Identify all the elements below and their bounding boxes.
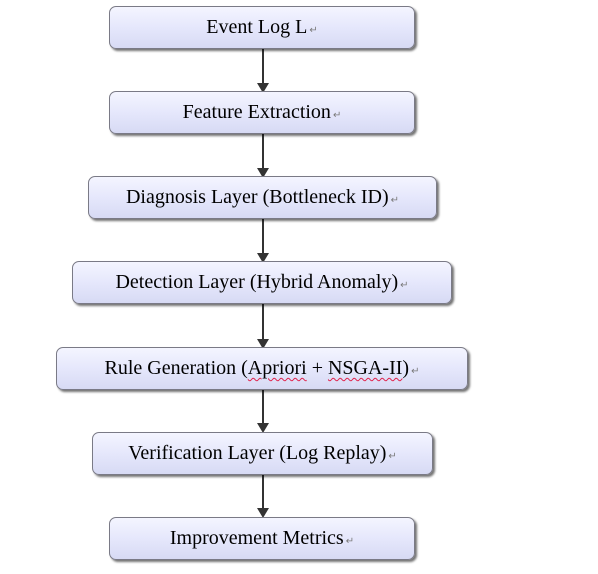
arrow-head-2 <box>257 168 269 178</box>
node-label: Feature Extraction <box>182 101 331 123</box>
spellcheck-underlined-word: NSGA-II <box>327 357 403 379</box>
arrow-head-3 <box>257 253 269 263</box>
paragraph-mark-icon: ↵ <box>388 451 397 462</box>
arrow-1 <box>262 48 264 86</box>
node-label: Event Log L <box>206 16 308 38</box>
spellcheck-underlined-word: Apriori <box>247 357 307 379</box>
node-diagnosis-layer: Diagnosis Layer (Bottleneck ID)↵ <box>88 176 437 219</box>
arrow-6 <box>262 475 264 511</box>
arrow-head-6 <box>257 508 269 518</box>
node-verification-layer: Verification Layer (Log Replay)↵ <box>92 432 433 475</box>
paragraph-mark-icon: ↵ <box>332 110 342 121</box>
node-feature-extraction: Feature Extraction↵ <box>109 91 415 134</box>
paragraph-mark-icon: ↵ <box>390 195 400 206</box>
node-improvement-metrics: Improvement Metrics↵ <box>109 517 415 560</box>
node-label: Rule Generation (Apriori + NSGA-II) <box>104 357 410 379</box>
node-label: Diagnosis Layer (Bottleneck ID) <box>125 186 389 208</box>
node-rule-generation: Rule Generation (Apriori + NSGA-II)↵ <box>56 347 468 390</box>
arrow-2 <box>262 133 264 171</box>
arrow-head-4 <box>257 339 269 349</box>
node-detection-layer: Detection Layer (Hybrid Anomaly)↵ <box>72 261 452 304</box>
arrow-5 <box>262 390 264 426</box>
node-event-log: Event Log L↵ <box>109 6 415 49</box>
node-label: Verification Layer (Log Replay) <box>128 442 387 464</box>
paragraph-mark-icon: ↵ <box>345 536 355 547</box>
paragraph-mark-icon: ↵ <box>309 25 318 36</box>
arrow-4 <box>262 304 264 342</box>
arrow-head-5 <box>257 423 269 433</box>
paragraph-mark-icon: ↵ <box>400 280 409 291</box>
node-label: Detection Layer (Hybrid Anomaly) <box>115 271 399 293</box>
arrow-head-1 <box>257 83 269 93</box>
arrow-3 <box>262 218 264 256</box>
paragraph-mark-icon: ↵ <box>411 366 420 377</box>
node-label: Improvement Metrics <box>169 527 344 549</box>
